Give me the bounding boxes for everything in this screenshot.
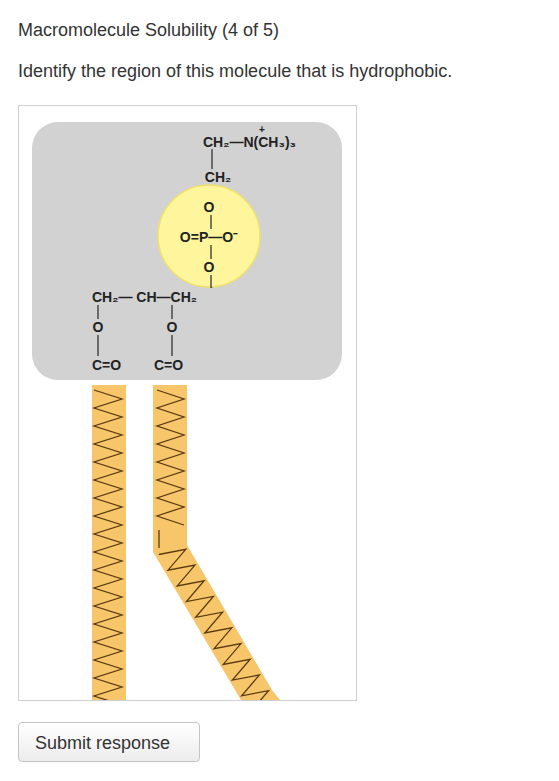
chemical-group: O	[204, 260, 215, 274]
carbon-chain	[157, 390, 184, 525]
button-label: Submit response	[35, 733, 170, 754]
unsaturated-tail	[153, 385, 284, 700]
chemical-bond	[211, 149, 212, 169]
chemical-group: O	[93, 320, 104, 334]
phosphate-circle	[158, 185, 260, 287]
chemical-group: CH₂—N(CH₃)₃	[203, 135, 296, 149]
submit-button: Submit response	[18, 722, 200, 762]
saturated-tail	[92, 385, 126, 700]
chemical-group: C=O	[92, 358, 121, 372]
chemical-group: O	[167, 320, 178, 334]
figure-frame	[19, 106, 357, 701]
chemical-group: O	[204, 200, 215, 214]
chemical-bond	[171, 305, 172, 319]
chemical-bond	[171, 335, 172, 356]
charge-sign: +	[259, 125, 265, 135]
chemical-group: CH₂	[205, 170, 231, 184]
chemical-bond	[97, 305, 98, 319]
carbon-chain	[94, 390, 122, 700]
carbon-chain	[159, 549, 269, 700]
chemical-bond	[210, 245, 211, 259]
chemical-bond	[210, 215, 211, 229]
fatty-acid-tails	[92, 385, 284, 700]
chemical-bond	[97, 335, 98, 356]
chemical-group: CH₂— CH—CH₂	[92, 290, 197, 304]
chemical-group: C=O	[154, 358, 183, 372]
hydrophilic-head: CH₂—N(CH₃)₃+ CH₂ CH₂— CH—CH₂ O O C=O C=O O O=P—O…	[32, 122, 342, 380]
phosphate-group: O O=P—O⁻ O	[157, 184, 261, 288]
chemical-group: O=P—O⁻	[180, 230, 238, 244]
chemical-bond	[210, 275, 211, 288]
question-text: Identify the region of this molecule tha…	[18, 61, 452, 82]
double-bond	[158, 530, 159, 548]
page-title: Macromolecule Solubility (4 of 5)	[18, 20, 279, 41]
